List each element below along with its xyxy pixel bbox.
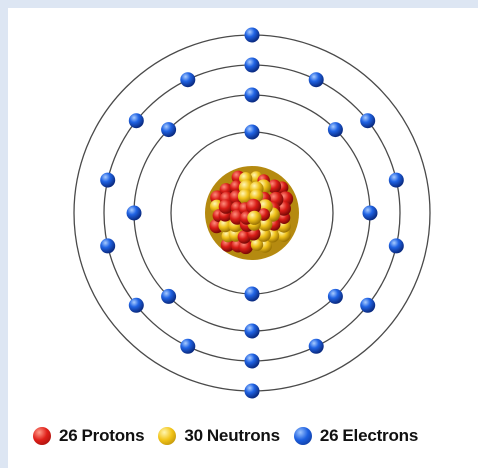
electron-shell-3: [100, 238, 116, 254]
electron-shell-3: [100, 172, 116, 188]
neutron-sphere: [247, 210, 262, 225]
electron-shell-3: [180, 338, 196, 354]
electron-shell-2: [362, 205, 378, 221]
electron-shell-4: [244, 27, 260, 43]
electron-shell-2: [161, 288, 177, 304]
protons-label: Protons: [81, 426, 145, 445]
legend-electrons: 26 Electrons: [293, 426, 419, 446]
electron-sphere-icon: [293, 427, 312, 445]
electron-shell-3: [308, 72, 324, 88]
electrons-count: 26: [319, 426, 339, 445]
electron-shell-3: [244, 57, 260, 73]
electron-shell-3: [388, 238, 404, 254]
electron-shell-3: [180, 72, 196, 88]
neutrons-count: 30: [184, 426, 203, 445]
electron-shell-3: [128, 297, 144, 313]
electrons-label: Electrons: [342, 426, 419, 445]
electron-shell-2: [126, 205, 142, 221]
electron-shell-3: [128, 113, 144, 129]
electron-shell-4: [244, 383, 260, 399]
electron-shell-2: [244, 87, 260, 103]
nucleus: [205, 166, 299, 260]
neutron-sphere: [256, 227, 271, 242]
electron-shell-2: [161, 122, 177, 138]
legend: 26 Protons 30 Neutrons 26 Electrons: [33, 426, 418, 446]
electrons: [100, 27, 404, 399]
iron-atom-bohr-model: [73, 27, 431, 399]
electron-shell-3: [244, 353, 260, 369]
neutron-sphere: [218, 218, 233, 233]
proton-sphere: [245, 198, 262, 214]
electron-shell-3: [308, 338, 324, 354]
electron-shell-2: [244, 323, 260, 339]
neutron-sphere: [258, 217, 273, 232]
protons-count: 26: [59, 426, 78, 445]
electron-shell-2: [327, 288, 343, 304]
electron-shell-3: [388, 172, 404, 188]
legend-neutrons: 30 Neutrons: [158, 426, 280, 446]
electron-shell-1: [244, 124, 260, 140]
neutrons-label: Neutrons: [206, 426, 280, 445]
electron-shell-1: [244, 286, 260, 302]
proton-sphere: [218, 199, 234, 214]
electron-shell-3: [360, 113, 376, 129]
neutron-sphere-icon: [158, 427, 177, 445]
proton-sphere-icon: [33, 427, 51, 445]
legend-protons: 26 Protons: [33, 426, 145, 446]
electron-shell-2: [327, 122, 343, 138]
neutron-sphere: [250, 238, 264, 251]
proton-sphere: [267, 179, 282, 194]
electron-shell-3: [360, 297, 376, 313]
neutron-sphere: [237, 189, 253, 204]
